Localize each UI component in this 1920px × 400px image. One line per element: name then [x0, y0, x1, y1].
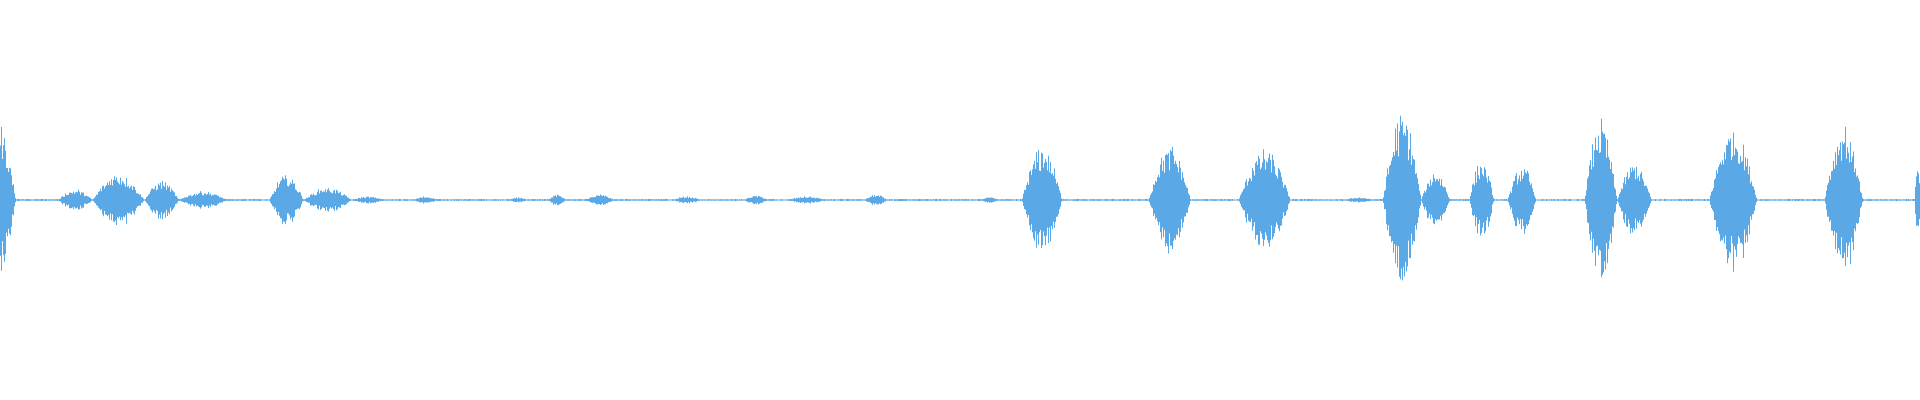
waveform-bars: [0, 115, 1920, 281]
